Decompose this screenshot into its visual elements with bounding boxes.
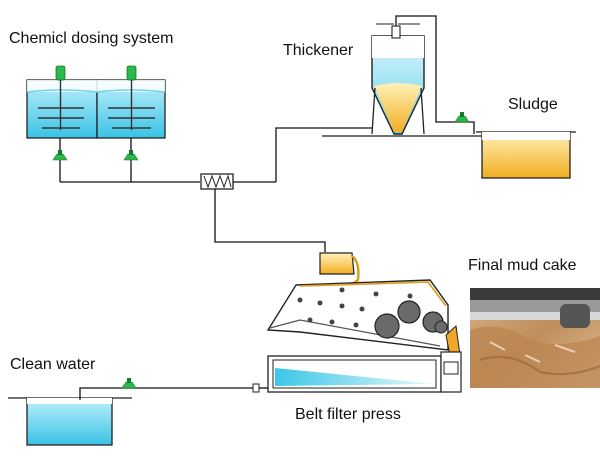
label-sludge: Sludge bbox=[508, 96, 558, 113]
static-mixer bbox=[200, 127, 372, 252]
dosing-valve-left bbox=[52, 138, 68, 182]
label-final-mud-cake: Final mud cake bbox=[468, 257, 577, 274]
clean-water-valve bbox=[121, 378, 137, 389]
label-clean-water: Clean water bbox=[10, 356, 96, 373]
label-belt-filter-press: Belt filter press bbox=[295, 406, 401, 423]
sludge-valve bbox=[454, 112, 470, 123]
chemical-dosing-system bbox=[26, 65, 200, 183]
belt-filter-press bbox=[266, 252, 462, 393]
dosing-valve-right bbox=[123, 138, 139, 182]
clean-water-tank bbox=[8, 378, 268, 446]
agitator-right bbox=[108, 65, 155, 130]
thickener bbox=[322, 15, 482, 137]
agitator-left bbox=[38, 65, 84, 130]
label-thickener: Thickener bbox=[283, 42, 354, 59]
mud-cake-photo bbox=[470, 288, 600, 388]
sludge-tank bbox=[476, 131, 576, 179]
label-chemical-dosing-system: Chemicl dosing system bbox=[9, 30, 174, 47]
